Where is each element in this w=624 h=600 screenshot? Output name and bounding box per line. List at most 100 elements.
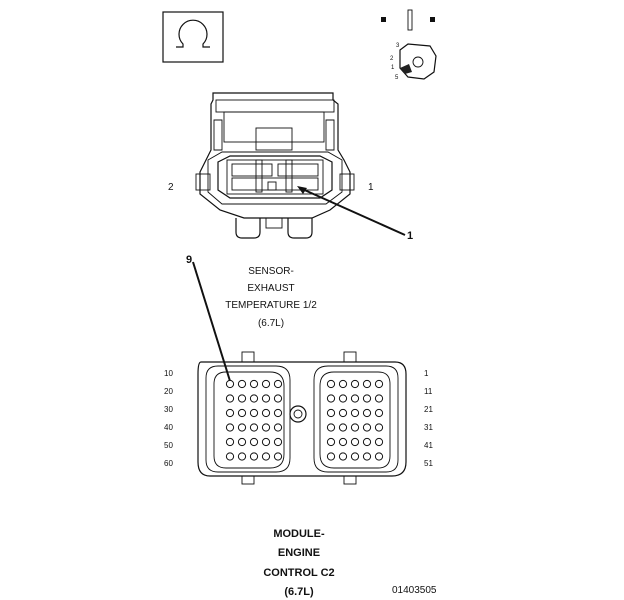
connector-key-detail: 3 2 1 5 xyxy=(390,43,437,81)
sensor-callout-label: 1 xyxy=(407,230,413,242)
module-caption-line-1: MODULE- xyxy=(273,528,325,540)
sensor-connector-drawing xyxy=(195,92,355,239)
module-pin-cavity-right xyxy=(338,423,348,432)
module-pin-cavity-left xyxy=(225,408,235,418)
row-label-left-5: 50 xyxy=(164,441,173,450)
sensor-cavity-label-right: 1 xyxy=(368,182,374,193)
sensor-caption-line-1: SENSOR- xyxy=(248,266,294,277)
module-pin-cavity-right xyxy=(338,379,348,389)
omega-symbol-icon xyxy=(162,11,224,63)
module-pin-cavity-left xyxy=(261,452,271,461)
module-pin-cavity-right xyxy=(350,379,360,389)
module-pin-cavity-left xyxy=(237,437,247,447)
row-label-left-2: 20 xyxy=(164,387,173,396)
module-pin-cavity-left xyxy=(225,379,235,389)
module-pin-cavity-left xyxy=(273,394,283,403)
module-pin-cavity-right xyxy=(362,394,372,403)
module-pin-cavity-right xyxy=(374,423,384,432)
module-pin-cavity-right xyxy=(362,452,372,461)
module-pin-cavity-right xyxy=(338,394,348,403)
module-pin-cavity-right xyxy=(362,408,372,418)
module-pin-cavity-right xyxy=(374,408,384,418)
key-label-3: 3 xyxy=(396,43,400,49)
module-pin-cavity-left xyxy=(237,394,247,403)
module-pin-grid-left xyxy=(225,379,283,461)
row-label-right-3: 21 xyxy=(424,405,433,414)
module-pin-cavity-left xyxy=(261,379,271,389)
sensor-caption-line-2: EXHAUST xyxy=(247,283,294,294)
pin-callout-leader xyxy=(192,261,231,382)
key-label-1: 1 xyxy=(391,65,395,71)
module-pin-cavity-left xyxy=(261,437,271,447)
module-pin-cavity-right xyxy=(338,408,348,418)
module-pin-cavity-right xyxy=(374,437,384,447)
module-pin-cavity-right xyxy=(350,423,360,432)
module-pin-cavity-left xyxy=(273,408,283,418)
module-pin-cavity-left xyxy=(225,437,235,447)
row-label-left-1: 10 xyxy=(164,369,173,378)
row-label-right-2: 11 xyxy=(424,387,433,396)
row-label-left-4: 40 xyxy=(164,423,173,432)
module-caption-line-3: CONTROL C2 xyxy=(263,567,334,579)
module-pin-cavity-left xyxy=(249,452,259,461)
module-pin-cavity-right xyxy=(362,423,372,432)
module-connector-drawing xyxy=(197,351,407,485)
module-pin-cavity-left xyxy=(249,423,259,432)
row-label-left-3: 30 xyxy=(164,405,173,414)
module-pin-cavity-left xyxy=(237,408,247,418)
row-label-right-6: 51 xyxy=(424,459,433,468)
figure-id: 01403505 xyxy=(392,585,437,596)
module-pin-cavity-left xyxy=(249,437,259,447)
module-pin-cavity-right xyxy=(374,394,384,403)
module-pin-cavity-right xyxy=(326,394,336,403)
module-pin-cavity-right xyxy=(350,408,360,418)
module-pin-cavity-left xyxy=(261,408,271,418)
module-pin-cavity-right xyxy=(338,437,348,447)
row-label-right-5: 41 xyxy=(424,441,433,450)
row-label-left-6: 60 xyxy=(164,459,173,468)
module-pin-cavity-right xyxy=(350,452,360,461)
module-pin-cavity-right xyxy=(350,437,360,447)
sensor-callout-leader xyxy=(297,186,406,236)
row-label-right-1: 1 xyxy=(424,369,429,378)
row-label-right-4: 31 xyxy=(424,423,433,432)
module-pin-cavity-right xyxy=(350,394,360,403)
module-pin-cavity-left xyxy=(237,452,247,461)
module-pin-cavity-right xyxy=(326,437,336,447)
module-pin-cavity-left xyxy=(225,452,235,461)
key-label-2: 2 xyxy=(390,56,394,62)
sensor-caption-line-3: TEMPERATURE 1/2 xyxy=(225,300,317,311)
module-pin-cavity-left xyxy=(249,379,259,389)
module-pin-cavity-left xyxy=(273,423,283,432)
module-pin-cavity-left xyxy=(237,423,247,432)
module-pin-cavity-right xyxy=(338,452,348,461)
module-pin-cavity-left xyxy=(261,423,271,432)
module-pin-cavity-right xyxy=(326,408,336,418)
sensor-cavity-label-left: 2 xyxy=(168,182,174,193)
terminal-symbol-icon xyxy=(381,9,435,31)
module-pin-cavity-left xyxy=(273,379,283,389)
module-pin-cavity-right xyxy=(374,452,384,461)
module-caption-line-4: (6.7L) xyxy=(284,586,314,598)
module-pin-cavity-right xyxy=(326,379,336,389)
module-pin-cavity-right xyxy=(362,437,372,447)
module-pin-cavity-left xyxy=(273,437,283,447)
module-pin-cavity-left xyxy=(249,408,259,418)
module-pin-cavity-right xyxy=(326,452,336,461)
module-pin-grid-right xyxy=(326,379,384,461)
module-pin-cavity-left xyxy=(249,394,259,403)
module-pin-cavity-left xyxy=(225,423,235,432)
module-pin-cavity-left xyxy=(237,379,247,389)
module-caption-line-2: ENGINE xyxy=(278,547,320,559)
module-pin-cavity-right xyxy=(374,379,384,389)
module-pin-cavity-left xyxy=(273,452,283,461)
module-pin-cavity-right xyxy=(326,423,336,432)
key-label-5: 5 xyxy=(395,75,399,81)
module-pin-cavity-left xyxy=(225,394,235,403)
pin-callout-label: 9 xyxy=(186,254,192,266)
module-pin-cavity-right xyxy=(362,379,372,389)
sensor-caption-line-4: (6.7L) xyxy=(258,318,284,329)
module-pin-cavity-left xyxy=(261,394,271,403)
